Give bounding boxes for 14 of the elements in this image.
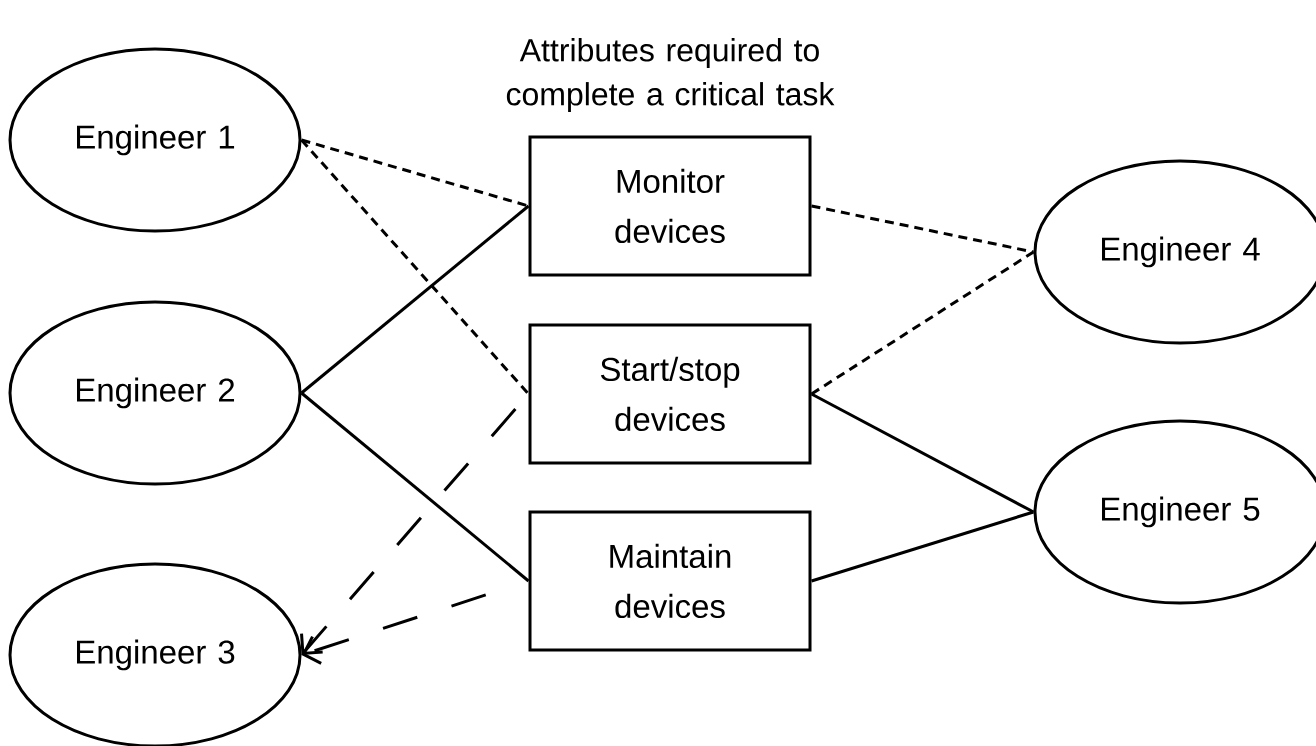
connector <box>301 138 529 208</box>
connector <box>300 391 530 583</box>
connector <box>811 510 1034 583</box>
connector <box>810 250 1035 396</box>
task-box: Maintain devices <box>528 510 812 652</box>
connector <box>811 204 1034 254</box>
connector <box>300 139 530 395</box>
connector <box>810 392 1035 514</box>
task-box: Monitor devices <box>528 135 812 277</box>
connector <box>300 408 517 655</box>
title: Attributes required to complete a critical task <box>506 38 835 112</box>
task-box: Start/stop devices <box>528 323 812 465</box>
connector <box>300 204 530 395</box>
connector <box>301 593 487 665</box>
